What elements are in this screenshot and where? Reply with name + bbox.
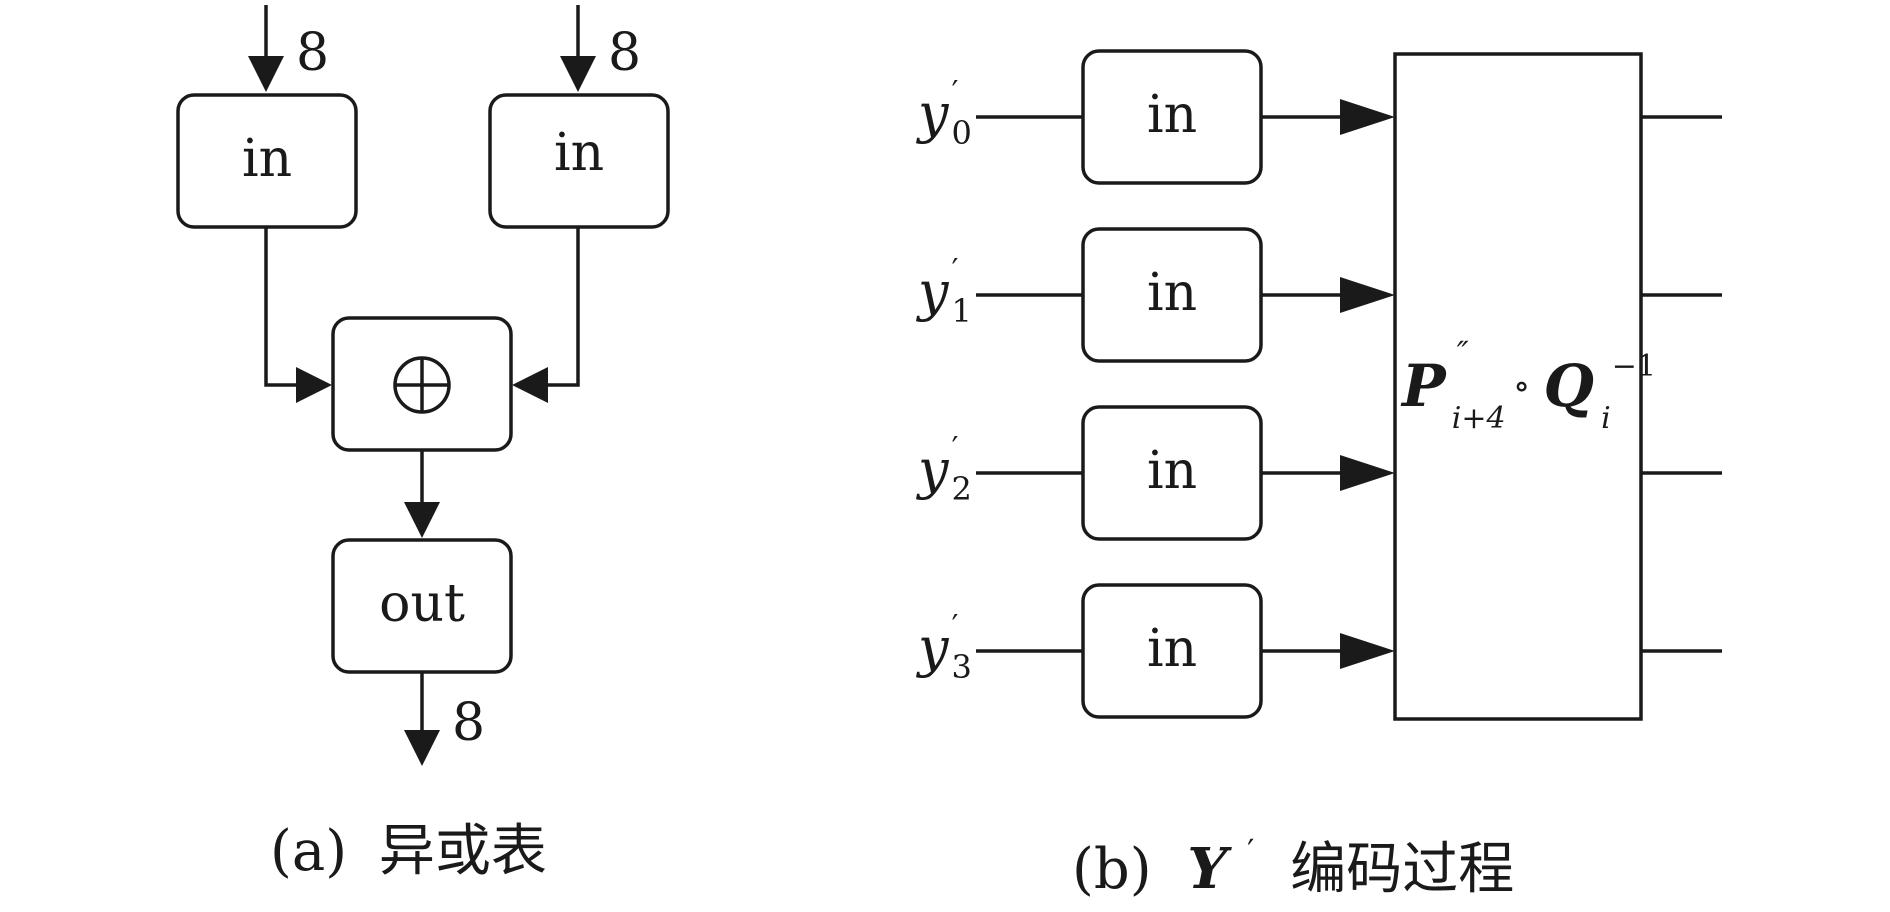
input-to-block-arrowhead xyxy=(1340,99,1395,135)
caption-b-prefix: (b) xyxy=(1072,837,1152,902)
transform-Q-sub: i xyxy=(1601,401,1611,436)
input-var-label: y ′ 2 xyxy=(916,431,972,508)
output-box-label: out xyxy=(379,574,465,634)
caption-b: (b) Y ′ 编码过程 xyxy=(1072,811,1514,902)
input-var-label: y ′ 3 xyxy=(916,609,972,686)
bit-width-label-in-right: 8 xyxy=(608,23,641,83)
caption-a-prefix: (a) xyxy=(270,819,347,884)
input-arrowhead-left xyxy=(248,56,284,92)
input-box-label: in xyxy=(1147,263,1197,323)
transform-Q-sup: −1 xyxy=(1612,349,1656,384)
arrowhead-left-to-xor xyxy=(296,367,332,403)
caption-a-text: 异或表 xyxy=(379,819,547,884)
caption-b-var: Y xyxy=(1187,836,1232,902)
transform-P: P xyxy=(1400,352,1447,420)
input-row-1: y ′ 1 in xyxy=(916,227,1722,363)
wire-left-to-xor xyxy=(264,227,300,387)
caption-a: (a) 异或表 xyxy=(270,819,547,884)
input-box-right-label: in xyxy=(554,123,604,183)
input-box-label: in xyxy=(1147,441,1197,501)
input-row-3: y ′ 3 in xyxy=(916,583,1722,719)
input-box-left-label: in xyxy=(242,129,292,189)
diagram-b: P ″ i+4 ∘ Q i −1 y ′ 0 in y ′ xyxy=(916,49,1722,902)
bit-width-label-in-left: 8 xyxy=(296,23,329,83)
transform-block xyxy=(1393,52,1643,721)
transform-label: P ″ i+4 ∘ Q i −1 xyxy=(1400,334,1656,436)
input-box-label: in xyxy=(1147,85,1197,145)
input-row-0: y ′ 0 in xyxy=(916,49,1722,185)
xor-symbol-icon xyxy=(393,356,451,414)
bit-width-label-out: 8 xyxy=(452,693,485,753)
caption-b-text: 编码过程 xyxy=(1290,837,1514,902)
arrowhead-right-to-xor xyxy=(512,367,548,403)
input-var-label: y ′ 0 xyxy=(916,75,972,152)
input-box-label: in xyxy=(1147,619,1197,679)
diagram-a: 8 8 in in out 8 (a) xyxy=(176,5,670,884)
transform-P-sup: ″ xyxy=(1457,334,1469,372)
transform-compose: ∘ xyxy=(1513,366,1531,407)
input-to-block-arrowhead xyxy=(1340,633,1395,669)
transform-P-sub: i+4 xyxy=(1452,401,1506,436)
transform-Q: Q xyxy=(1543,352,1594,420)
arrowhead-xor-to-out xyxy=(404,502,440,538)
caption-b-prime: ′ xyxy=(1247,832,1254,870)
input-arrowhead-right xyxy=(560,56,596,92)
input-var-label: y ′ 1 xyxy=(916,253,972,330)
wire-right-to-xor xyxy=(544,227,580,387)
output-arrowhead xyxy=(404,730,440,766)
input-to-block-arrowhead xyxy=(1340,277,1395,313)
input-to-block-arrowhead xyxy=(1340,455,1395,491)
input-row-2: y ′ 2 in xyxy=(916,405,1722,541)
